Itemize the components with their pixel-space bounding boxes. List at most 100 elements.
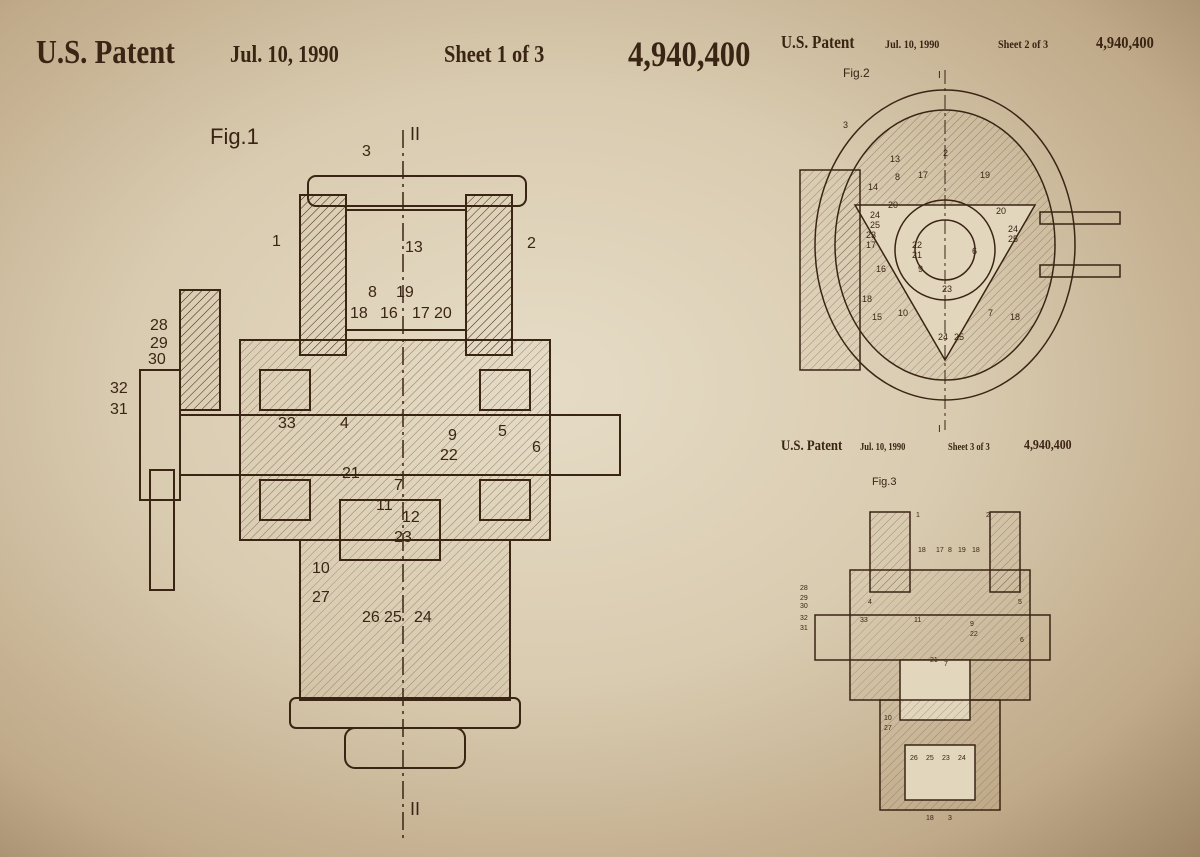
sheet2-sheet: Sheet 2 of 3 bbox=[998, 37, 1049, 51]
fig3-reference-numeral: 6 bbox=[1020, 637, 1024, 644]
fig3-label: Fig.3 bbox=[872, 476, 897, 488]
fig1-reference-numeral: 19 bbox=[396, 284, 414, 301]
sheet2-title: U.S. Patent bbox=[781, 32, 855, 52]
fig2-reference-numeral: 15 bbox=[872, 312, 882, 322]
fig3-drawing bbox=[814, 511, 1051, 811]
fig2-reference-numeral: 23 bbox=[866, 230, 876, 240]
fig1-label: Fig.1 bbox=[210, 124, 259, 149]
fig3-reference-numeral: 2 bbox=[986, 512, 990, 519]
fig2-reference-numeral: 8 bbox=[895, 172, 900, 182]
fig2-reference-numeral: 3 bbox=[843, 120, 848, 130]
fig3-reference-numeral: 32 bbox=[800, 615, 808, 622]
fig1-reference-numeral: 3 bbox=[362, 143, 371, 160]
fig1-reference-numeral: 29 bbox=[150, 335, 168, 352]
fig3-reference-numeral: 27 bbox=[884, 725, 892, 732]
fig3-reference-numeral: 18 bbox=[918, 547, 926, 554]
fig1-reference-numeral: 24 bbox=[414, 609, 432, 626]
fig1-reference-numeral: 31 bbox=[110, 401, 128, 418]
fig1-reference-numeral: 16 bbox=[380, 305, 398, 322]
fig1-reference-numeral: 7 bbox=[394, 477, 403, 494]
fig3-reference-numeral: 30 bbox=[800, 603, 808, 610]
fig2-drawing bbox=[799, 70, 1121, 430]
fig1-reference-numeral: 2 bbox=[527, 235, 536, 252]
fig3-reference-numeral: 21 bbox=[930, 657, 938, 664]
fig3-reference-numeral: 11 bbox=[914, 617, 921, 624]
fig3-reference-numeral: 7 bbox=[944, 661, 948, 668]
fig2-reference-numeral: 21 bbox=[912, 250, 922, 260]
fig2-reference-numeral: 24 bbox=[870, 210, 880, 220]
fig2-reference-numeral: 22 bbox=[912, 240, 922, 250]
fig1-reference-numeral: 25 bbox=[384, 609, 402, 626]
fig1-reference-numeral: 32 bbox=[110, 380, 128, 397]
fig3-reference-numeral: 23 bbox=[942, 755, 950, 762]
fig1-reference-numeral: 23 bbox=[394, 529, 412, 546]
fig1-reference-numeral: 11 bbox=[376, 497, 393, 514]
fig3-reference-numeral: 5 bbox=[1018, 599, 1022, 606]
fig1-reference-numeral: 12 bbox=[402, 509, 420, 526]
sheet2-patent-number: 4,940,400 bbox=[1096, 33, 1154, 52]
fig2-reference-numeral: 6 bbox=[972, 246, 977, 256]
fig1-reference-numeral: 13 bbox=[405, 239, 423, 256]
sheet1-title: U.S. Patent bbox=[36, 34, 175, 71]
fig1-section-mark: II bbox=[410, 124, 420, 144]
fig3-reference-numeral: 9 bbox=[970, 621, 974, 628]
fig2-section-mark: I bbox=[938, 424, 941, 435]
fig2-reference-numeral: 17 bbox=[866, 240, 876, 250]
fig2-reference-numeral: 14 bbox=[868, 182, 878, 192]
fig3-reference-numeral: 4 bbox=[868, 599, 872, 606]
fig2-reference-numeral: 10 bbox=[898, 308, 908, 318]
fig1-reference-numeral: 22 bbox=[440, 447, 458, 464]
fig2-reference-numeral: 25 bbox=[954, 332, 964, 342]
fig1-reference-numeral: 17 bbox=[412, 305, 430, 322]
fig2-reference-numeral: 25 bbox=[870, 220, 880, 230]
fig3-reference-numeral: 22 bbox=[970, 631, 978, 638]
fig3-reference-numeral: 26 bbox=[910, 755, 918, 762]
fig2-reference-numeral: 18 bbox=[862, 294, 872, 304]
fig1-reference-numeral: 28 bbox=[150, 317, 168, 334]
fig3-reference-numeral: 19 bbox=[958, 547, 966, 554]
fig1-reference-numeral: 9 bbox=[448, 427, 457, 444]
fig1-reference-numeral: 4 bbox=[340, 415, 349, 432]
fig1-reference-numeral: 8 bbox=[368, 284, 377, 301]
fig3-reference-numeral: 33 bbox=[860, 617, 868, 624]
sheet3-date: Jul. 10, 1990 bbox=[860, 442, 906, 453]
fig3-reference-numeral: 3 bbox=[948, 815, 952, 822]
fig2-reference-numeral: 25 bbox=[1008, 234, 1018, 244]
sheet3-sheet: Sheet 3 of 3 bbox=[948, 442, 990, 453]
fig3-reference-numeral: 28 bbox=[800, 585, 808, 592]
fig1-reference-numeral: 6 bbox=[532, 439, 541, 456]
fig2-reference-numeral: 19 bbox=[980, 170, 990, 180]
fig1-reference-numeral: 26 bbox=[362, 609, 380, 626]
fig1-reference-numeral: 1 bbox=[272, 233, 281, 250]
fig3-reference-numeral: 8 bbox=[948, 547, 952, 554]
fig1-reference-numeral: 27 bbox=[312, 589, 330, 606]
fig2-reference-numeral: 20 bbox=[996, 206, 1006, 216]
fig1-reference-numeral: 30 bbox=[148, 351, 166, 368]
fig1-reference-numeral: 10 bbox=[312, 560, 330, 577]
fig3-reference-numeral: 29 bbox=[800, 595, 808, 602]
sheet1-patent-number: 4,940,400 bbox=[628, 34, 751, 74]
fig3-reference-numeral: 18 bbox=[926, 815, 934, 822]
fig3-reference-numeral: 24 bbox=[958, 755, 966, 762]
fig1-reference-numeral: 5 bbox=[498, 423, 507, 440]
fig2-label: Fig.2 bbox=[843, 66, 870, 80]
fig2-reference-numeral: 24 bbox=[938, 332, 948, 342]
fig2-reference-numeral: 18 bbox=[1010, 312, 1020, 322]
fig2-reference-numeral: 2 bbox=[943, 148, 948, 158]
fig1-reference-numeral: 21 bbox=[342, 465, 360, 482]
sheet1-sheet: Sheet 1 of 3 bbox=[444, 42, 545, 68]
fig1-reference-numeral: 33 bbox=[278, 415, 296, 432]
sheet2-date: Jul. 10, 1990 bbox=[885, 37, 940, 51]
fig3-reference-numeral: 1 bbox=[916, 512, 920, 519]
fig3-reference-numeral: 10 bbox=[884, 715, 892, 722]
fig2-reference-numeral: 13 bbox=[890, 154, 900, 164]
fig3-reference-numeral: 25 bbox=[926, 755, 934, 762]
sheet3-title: U.S. Patent bbox=[781, 438, 843, 454]
sheet1-date: Jul. 10, 1990 bbox=[230, 42, 339, 68]
fig2-section-mark: I bbox=[938, 70, 941, 81]
fig2-reference-numeral: 7 bbox=[988, 308, 993, 318]
fig2-reference-numeral: 17 bbox=[918, 170, 928, 180]
fig2-reference-numeral: 16 bbox=[876, 264, 886, 274]
fig3-reference-numeral: 31 bbox=[800, 625, 808, 632]
